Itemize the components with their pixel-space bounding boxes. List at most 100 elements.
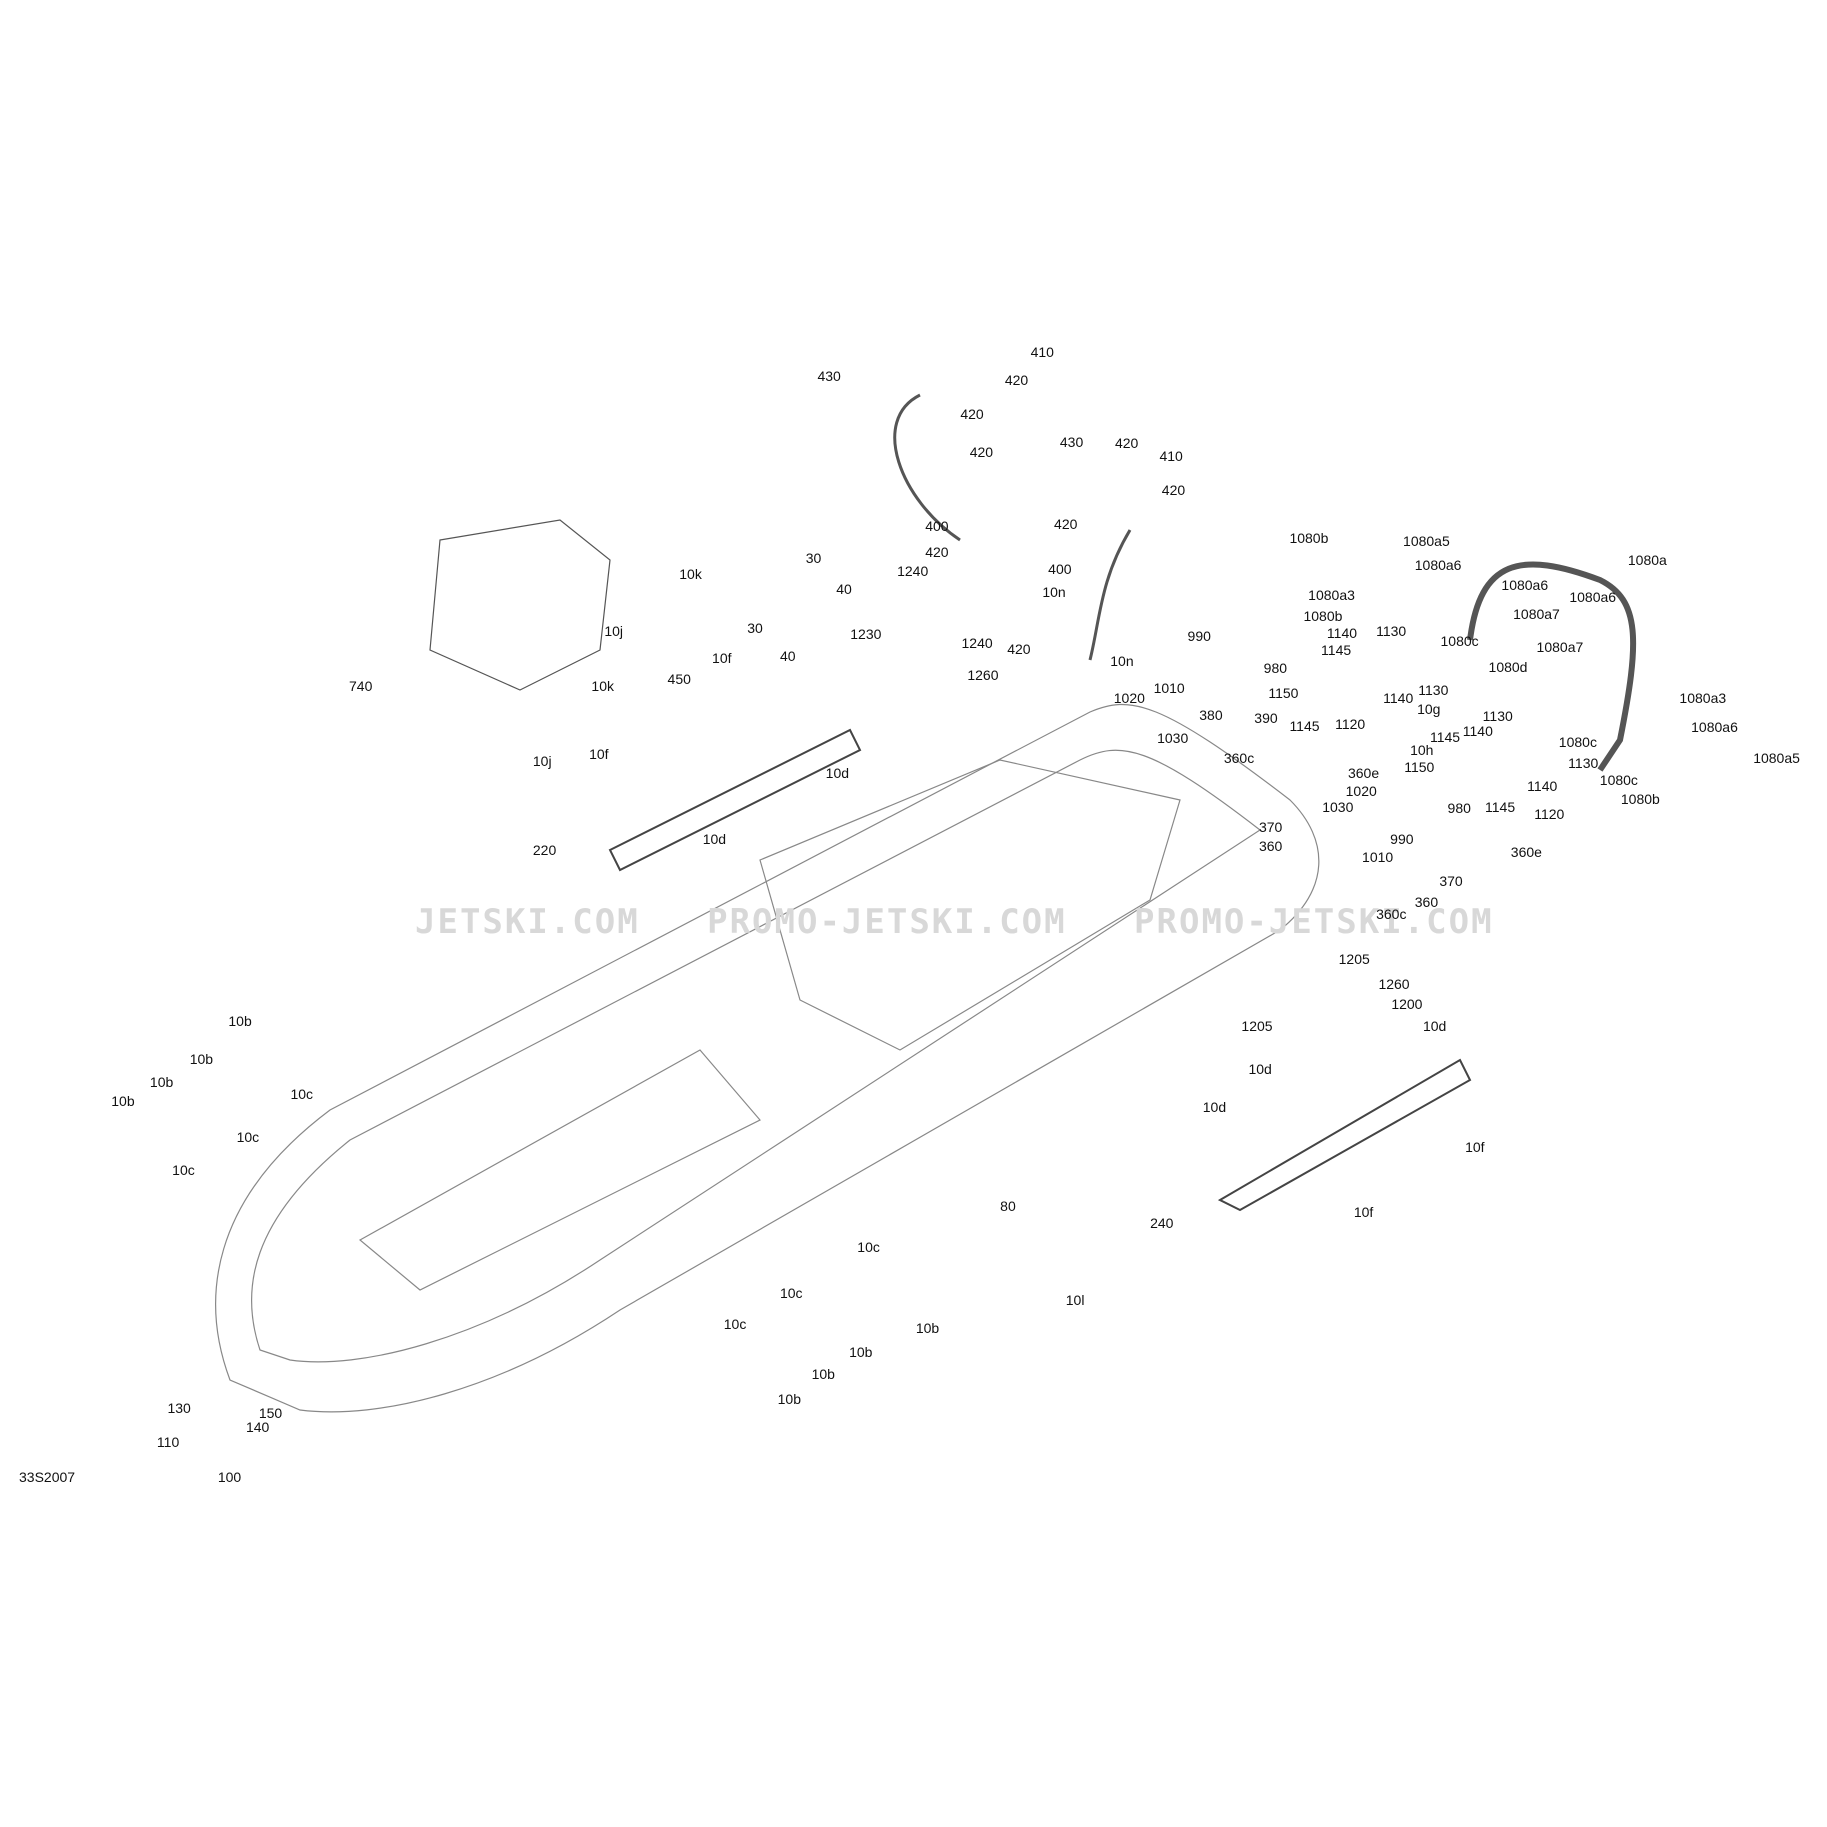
callout-220: 220 (532, 842, 557, 859)
callout-10d: 10d (1248, 1061, 1272, 1078)
callout-1205: 1205 (1241, 1018, 1273, 1035)
callout-990: 990 (1187, 628, 1211, 645)
callout-420: 420 (1004, 371, 1029, 388)
callout-1140: 1140 (1326, 624, 1358, 641)
callout-400: 400 (1048, 561, 1072, 578)
callout-1080a7: 1080a7 (1513, 605, 1560, 622)
callout-10n: 10n (1110, 652, 1134, 669)
callout-30: 30 (747, 619, 763, 636)
callout-1145: 1145 (1321, 642, 1352, 659)
callout-1240: 1240 (897, 562, 929, 579)
callout-1200: 1200 (1391, 995, 1423, 1012)
callout-980: 980 (1263, 659, 1288, 676)
callout-1145: 1145 (1289, 718, 1320, 735)
callout-1080c: 1080c (1440, 632, 1479, 649)
callout-10c: 10c (290, 1086, 314, 1103)
callout-1020: 1020 (1113, 690, 1145, 707)
callout-1080c: 1080c (1558, 733, 1597, 750)
callout-10h: 10h (1410, 741, 1434, 758)
callout-1010: 1010 (1362, 849, 1394, 866)
callout-1130: 1130 (1568, 754, 1599, 771)
storage-bin (429, 519, 611, 691)
watermark: JETSKI.COM PROMO-JETSKI.COM PROMO-JETSKI… (415, 902, 1494, 942)
bumper-handle (1467, 561, 1637, 772)
callout-130: 130 (167, 1399, 191, 1416)
callout-1145: 1145 (1485, 799, 1516, 816)
callout-10b: 10b (777, 1390, 801, 1407)
callout-1240: 1240 (961, 635, 993, 652)
callout-1030: 1030 (1322, 799, 1354, 816)
callout-10d: 10d (1422, 1018, 1447, 1035)
callout-430: 430 (817, 368, 841, 385)
callout-10f: 10f (1353, 1204, 1374, 1221)
callout-1080b: 1080b (1303, 608, 1343, 625)
callout-1080a6: 1080a6 (1414, 556, 1462, 573)
callout-390: 390 (1254, 710, 1278, 727)
callout-1080a3: 1080a3 (1308, 587, 1355, 604)
callout-1230: 1230 (850, 625, 882, 642)
callout-110: 110 (156, 1433, 180, 1450)
callout-10d: 10d (825, 765, 850, 782)
callout-40: 40 (779, 648, 796, 665)
callout-10l: 10l (1065, 1292, 1085, 1309)
callout-990: 990 (1390, 830, 1414, 847)
callout-360: 360 (1414, 893, 1439, 910)
callout-30: 30 (805, 549, 822, 566)
callout-370: 370 (1439, 872, 1463, 889)
callout-140: 140 (245, 1418, 270, 1435)
callout-1140: 1140 (1527, 778, 1558, 794)
callout-10b: 10b (189, 1050, 214, 1067)
callout-420: 420 (1114, 434, 1139, 451)
callout-10d: 10d (1202, 1098, 1227, 1115)
callout-1080a7: 1080a7 (1536, 638, 1584, 655)
callout-10b: 10b (849, 1343, 873, 1360)
callout-420: 420 (1161, 481, 1186, 498)
callout-1080a5: 1080a5 (1403, 533, 1450, 550)
callout-150: 150 (258, 1404, 283, 1421)
callout-1120: 1120 (1335, 715, 1366, 732)
callout-740: 740 (349, 678, 373, 695)
callout-1010: 1010 (1153, 679, 1185, 696)
callout-1130: 1130 (1482, 707, 1513, 724)
callout-1080a: 1080a (1627, 551, 1667, 568)
callout-10f: 10f (1465, 1138, 1485, 1155)
callout-400: 400 (925, 518, 949, 535)
callout-10n: 10n (1042, 583, 1066, 600)
footwell (358, 1049, 761, 1291)
step-pad-left (608, 728, 862, 872)
step-pad-right (1217, 1058, 1472, 1212)
callout-420: 420 (969, 444, 994, 461)
callout-1130: 1130 (1376, 623, 1407, 640)
callout-420: 420 (925, 543, 949, 560)
callout-380: 380 (1199, 706, 1223, 723)
callout-430: 430 (1059, 433, 1084, 450)
hull-deck-line (251, 749, 1262, 1363)
diagram-code: 33S2007 (19, 1469, 76, 1485)
callout-1020: 1020 (1345, 782, 1377, 799)
hose-400b (1088, 529, 1132, 661)
hose-400 (893, 393, 961, 542)
callout-1030: 1030 (1157, 729, 1189, 746)
callout-1120: 1120 (1534, 806, 1565, 823)
callout-450: 450 (667, 671, 691, 688)
callout-410: 410 (1159, 447, 1183, 464)
callout-10k: 10k (679, 566, 702, 583)
callout-10d: 10d (702, 830, 727, 847)
callout-1260: 1260 (967, 666, 999, 683)
callout-10k: 10k (591, 678, 614, 695)
callout-10b: 10b (228, 1013, 252, 1030)
callout-420: 420 (1007, 640, 1031, 657)
callout-360e: 360e (1347, 765, 1380, 782)
callout-1080a6: 1080a6 (1501, 576, 1549, 593)
callout-1145: 1145 (1429, 728, 1461, 745)
callout-100: 100 (217, 1468, 242, 1485)
hull-outline (215, 703, 1320, 1413)
callout-1260: 1260 (1378, 975, 1410, 992)
callout-10c: 10c (723, 1315, 747, 1332)
callout-1140: 1140 (1383, 690, 1414, 707)
callout-1080d: 1080d (1488, 658, 1528, 675)
callout-1130: 1130 (1418, 681, 1449, 698)
callout-10c: 10c (172, 1162, 195, 1179)
